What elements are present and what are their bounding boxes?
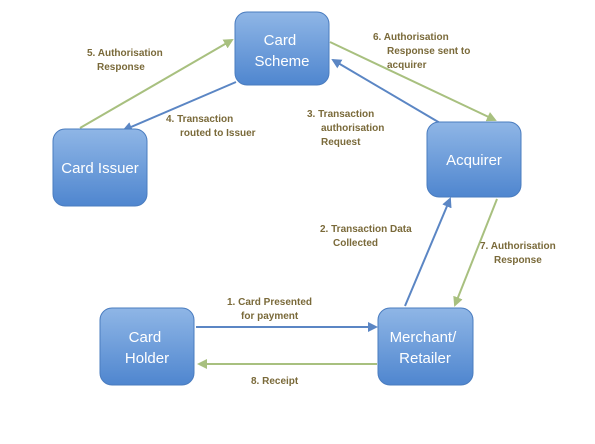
step-8-label: 8. Receipt [251, 376, 299, 387]
arrow-authorisation-response-scheme [79, 38, 234, 129]
acquirer-node: Acquirer [426, 121, 522, 198]
card-issuer-node: Card Issuer [52, 128, 148, 207]
card-holder-label-line2: Holder [125, 350, 169, 367]
entity-nodes: Card Scheme Card Issuer Acquirer Card Ho… [52, 11, 522, 386]
step-3-label: 3. Transaction authorisation Request [307, 109, 387, 148]
svg-text:Merchant/ Retailer: Merchant/ Retailer [390, 329, 461, 367]
step-4-label: 4. Transaction routed to Issuer [166, 114, 256, 139]
arrow-authorisation-request [331, 58, 441, 124]
card-issuer-label: Card Issuer [61, 160, 139, 177]
arrow-routed-to-issuer [122, 81, 237, 132]
step-7-label: 7. Authorisation Response [480, 241, 559, 266]
svg-text:Card Holder: Card Holder [125, 329, 169, 367]
arrow-transaction-data [404, 197, 452, 307]
svg-text:Card Issuer: Card Issuer [61, 160, 139, 177]
flow-arrows [79, 38, 498, 369]
step-5-label: 5. Authorisation Response [87, 48, 166, 73]
card-holder-label-line1: Card [129, 329, 162, 346]
card-scheme-label-line1: Card [264, 32, 297, 49]
merchant-node: Merchant/ Retailer [377, 307, 474, 386]
arrow-authorisation-response-merchant [453, 198, 498, 307]
step-2-label: 2. Transaction Data Collected [320, 224, 414, 249]
svg-text:Acquirer: Acquirer [446, 152, 502, 169]
merchant-label-line1: Merchant/ [390, 329, 458, 346]
step-6-label: 6. Authorisation Response sent to acquir… [373, 32, 473, 71]
acquirer-label: Acquirer [446, 152, 502, 169]
svg-text:Card Scheme: Card Scheme [254, 32, 309, 70]
step-labels: 1. Card Presented for payment 2. Transac… [87, 32, 559, 387]
step-1-label: 1. Card Presented for payment [227, 297, 315, 322]
card-scheme-label-line2: Scheme [254, 53, 309, 70]
card-scheme-node: Card Scheme [234, 11, 330, 86]
arrow-response-to-acquirer [329, 41, 497, 122]
card-holder-node: Card Holder [99, 307, 195, 386]
merchant-label-line2: Retailer [399, 350, 451, 367]
